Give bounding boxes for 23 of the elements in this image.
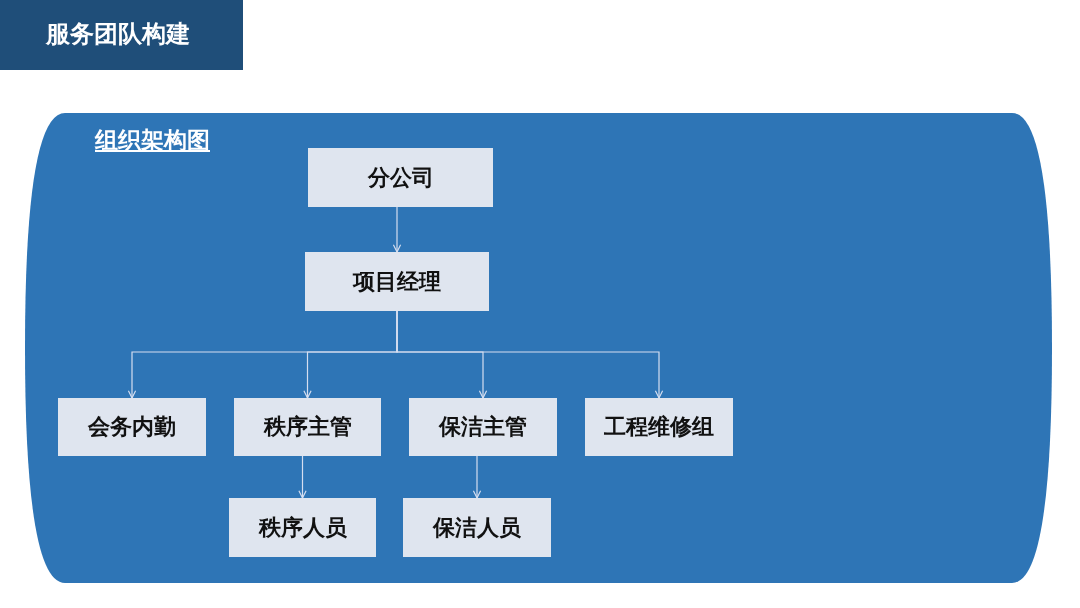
org-box bbox=[229, 498, 376, 557]
org-box bbox=[409, 398, 557, 456]
connector-arrow bbox=[298, 455, 307, 499]
connector-arrow bbox=[472, 455, 482, 499]
box-label: 工程维修组 bbox=[604, 413, 714, 441]
box-label: 保洁人员 bbox=[433, 513, 521, 542]
connector-arrow bbox=[396, 310, 664, 399]
connector-arrow bbox=[392, 206, 402, 253]
org-box bbox=[305, 252, 489, 311]
org-box bbox=[234, 398, 381, 456]
title-text: 服务团队构建 bbox=[46, 19, 190, 50]
box-label: 秩序主管 bbox=[263, 413, 352, 441]
org-box bbox=[308, 148, 493, 207]
panel-heading: 组织架构图 bbox=[95, 126, 210, 155]
org-box bbox=[58, 398, 206, 456]
box-label: 会务内勤 bbox=[88, 413, 176, 441]
box-label: 项目经理 bbox=[353, 267, 441, 296]
box-label: 秩序人员 bbox=[258, 513, 347, 542]
org-box bbox=[403, 498, 551, 557]
org-box bbox=[585, 398, 733, 456]
box-label: 保洁主管 bbox=[439, 413, 527, 441]
box-label: 分公司 bbox=[367, 163, 434, 192]
rounded-panel bbox=[25, 113, 1052, 583]
